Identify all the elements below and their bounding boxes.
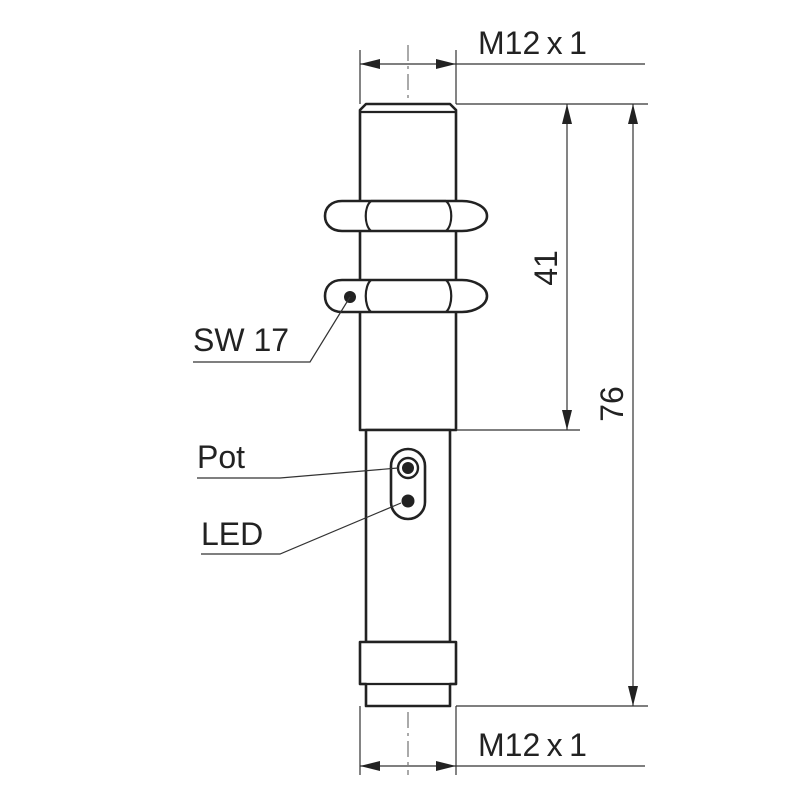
potentiometer-label: Pot xyxy=(197,439,245,475)
top-thread-dimension xyxy=(359,50,645,104)
potentiometer xyxy=(396,456,420,480)
wrench-size-label: SW 17 xyxy=(193,322,289,358)
led-label: LED xyxy=(201,516,263,552)
thread-length-dimension xyxy=(562,104,572,430)
lower-nut xyxy=(323,278,489,314)
top-thread-label: M12 x 1 xyxy=(478,25,587,61)
threaded-body xyxy=(358,102,458,432)
upper-nut xyxy=(323,199,489,233)
total-length-dimension xyxy=(628,104,638,706)
potentiometer-leader xyxy=(197,467,399,479)
led-leader xyxy=(201,502,402,555)
connector xyxy=(358,640,458,708)
wrench-size-leader xyxy=(193,296,351,363)
bottom-thread-dimension xyxy=(359,706,645,775)
led-indicator xyxy=(401,494,415,508)
bottom-thread-label: M12 x 1 xyxy=(478,727,587,763)
total-length-label: 76 xyxy=(594,386,630,422)
thread-length-label: 41 xyxy=(528,250,564,286)
